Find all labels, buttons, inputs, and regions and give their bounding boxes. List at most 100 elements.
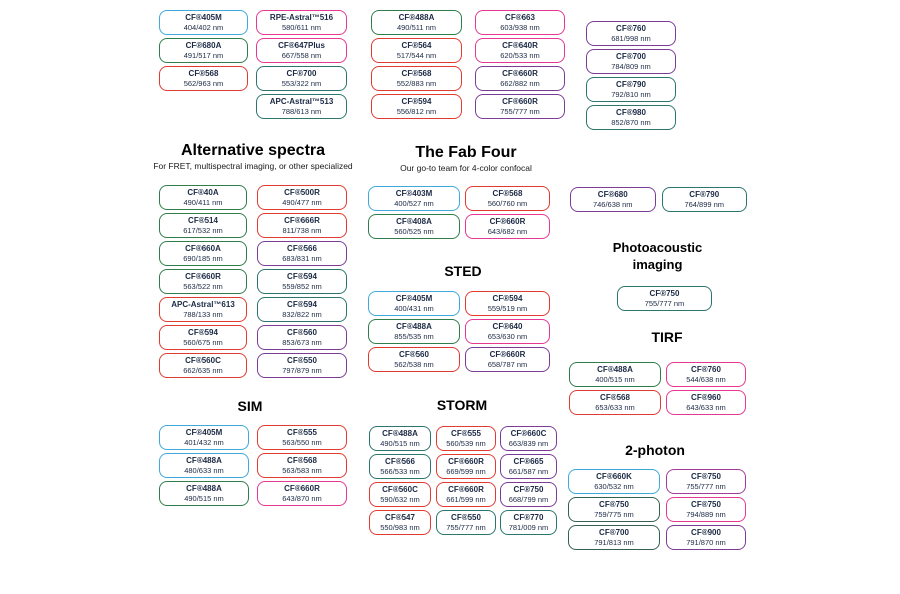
alternative-spectra-right-column: CF®500R 490/477 nm CF®666R 811/738 nm CF…: [257, 185, 347, 378]
dye-wavelengths: 855/535 nm: [394, 331, 434, 341]
fab-four-right-column: CF®568 560/760 nm CF®660R 643/682 nm: [465, 186, 550, 239]
dye-box: CF®760 681/998 nm: [586, 21, 676, 46]
dye-box: CF®660R 669/599 nm: [436, 454, 496, 479]
two-photon-right-column: CF®750 755/777 nm CF®750 794/889 nm CF®9…: [666, 469, 746, 550]
dye-wavelengths: 669/599 nm: [446, 466, 486, 476]
dye-name: CF®594: [401, 97, 432, 107]
dye-box: CF®700 553/322 nm: [256, 66, 347, 91]
dye-name: CF®403M: [395, 189, 433, 199]
dye-box: CF®594 559/852 nm: [257, 269, 347, 294]
dye-wavelengths: 559/852 nm: [282, 281, 322, 291]
dye-name: CF®568: [188, 69, 219, 79]
section-title-two-photon: 2-photon: [625, 442, 685, 458]
dye-wavelengths: 658/787 nm: [487, 359, 528, 369]
dye-wavelengths: 788/133 nm: [183, 309, 223, 319]
dye-name: CF®550: [451, 513, 481, 523]
dye-box: CF®568 560/760 nm: [465, 186, 550, 211]
dye-name: CF®660R: [284, 484, 320, 494]
dye-name: CF®660R: [489, 350, 526, 360]
dye-name: CF®488A: [186, 484, 222, 494]
dye-box: CF®660R 658/787 nm: [465, 347, 550, 372]
dye-box: CF®568 552/883 nm: [371, 66, 462, 91]
dye-wavelengths: 560/539 nm: [446, 438, 486, 448]
dye-box: CF®568 563/583 nm: [257, 453, 347, 478]
dye-name: CF®594: [287, 300, 317, 310]
dye-wavelengths: 404/402 nm: [183, 22, 224, 32]
top-column-1: CF®405M 404/402 nm CF®680A 491/517 nm CF…: [159, 10, 248, 91]
dye-box: CF®760 544/638 nm: [666, 362, 746, 387]
section-title-photoacoustic-line2: imaging: [632, 257, 683, 272]
dye-name: CF®790: [616, 80, 646, 90]
dye-name: CF®488A: [398, 13, 435, 23]
dye-box: CF®660R 662/882 nm: [475, 66, 565, 91]
dye-box: CF®660R 661/599 nm: [436, 482, 496, 507]
dye-box: CF®40A 490/411 nm: [159, 185, 247, 210]
dye-name: CF®760: [616, 24, 646, 34]
dye-name: APC-Astral™613: [171, 300, 235, 310]
sted-right-column: CF®594 559/519 nm CF®640 653/630 nm CF®6…: [465, 291, 550, 372]
dye-box: APC-Astral™613 788/133 nm: [159, 297, 247, 322]
dye-name: CF®660R: [502, 69, 538, 79]
dye-wavelengths: 643/682 nm: [487, 226, 528, 236]
dye-box: CF®770 781/009 nm: [500, 510, 557, 535]
dye-box: CF®405M 404/402 nm: [159, 10, 248, 35]
dye-box: CF®790 764/899 nm: [661, 187, 747, 212]
dye-wavelengths: 746/638 nm: [592, 199, 633, 209]
dye-wavelengths: 400/431 nm: [394, 303, 434, 313]
dye-wavelengths: 797/879 nm: [282, 365, 322, 375]
dye-name: CF®680: [597, 190, 628, 200]
dye-box: CF®555 560/539 nm: [436, 426, 496, 451]
dye-name: CF®568: [401, 69, 432, 79]
dye-box: CF®640R 620/533 nm: [475, 38, 565, 63]
dye-name: CF®666R: [284, 216, 320, 226]
dye-box: CF®660K 630/532 nm: [568, 469, 660, 494]
dye-wavelengths: 490/515 nm: [380, 438, 420, 448]
two-photon-left-column: CF®660K 630/532 nm CF®750 759/775 nm CF®…: [568, 469, 660, 550]
dye-box: CF®403M 400/527 nm: [368, 186, 460, 211]
dye-name: CF®960: [691, 393, 721, 403]
dye-wavelengths: 617/532 nm: [183, 225, 223, 235]
dye-wavelengths: 553/322 nm: [281, 78, 322, 88]
dye-wavelengths: 755/777 nm: [686, 481, 726, 491]
section-title-storm: STORM: [436, 397, 488, 413]
dye-box: CF®566 683/831 nm: [257, 241, 347, 266]
dye-name: CF®640: [492, 322, 523, 332]
dye-name: CF®980: [616, 108, 646, 118]
dye-wavelengths: 653/630 nm: [487, 331, 528, 341]
dye-name: CF®566: [287, 244, 317, 254]
dye-wavelengths: 667/558 nm: [281, 50, 322, 60]
top-column-4: CF®663 603/938 nm CF®640R 620/533 nm CF®…: [475, 10, 565, 119]
dye-wavelengths: 550/983 nm: [380, 522, 420, 532]
dye-wavelengths: 662/635 nm: [183, 365, 223, 375]
dye-wavelengths: 559/519 nm: [487, 303, 528, 313]
dye-box: CF®560 562/538 nm: [368, 347, 460, 372]
dye-wavelengths: 755/777 nm: [644, 298, 685, 308]
dye-name: CF®594: [287, 272, 317, 282]
dye-name: CF®660A: [185, 244, 221, 254]
dye-box: CF®560C 590/632 nm: [369, 482, 431, 507]
sim-right-column: CF®555 563/550 nm CF®568 563/583 nm CF®6…: [257, 425, 347, 506]
section-title-fab-four: The Fab Four: [415, 144, 517, 161]
dye-wavelengths: 781/009 nm: [508, 522, 549, 532]
dye-wavelengths: 792/810 nm: [611, 89, 651, 99]
dye-box: CF®750 668/799 nm: [500, 482, 557, 507]
dye-name: CF®514: [188, 216, 218, 226]
dye-box: CF®660R 755/777 nm: [475, 94, 565, 119]
dye-name: CF®405M: [395, 294, 433, 304]
dye-wavelengths: 643/870 nm: [282, 493, 322, 503]
dye-wavelengths: 517/544 nm: [396, 50, 437, 60]
dye-name: CF®790: [689, 190, 720, 200]
top-column-2: RPE-Astral™516 580/611 nm CF®647Plus 667…: [256, 10, 347, 119]
dye-wavelengths: 490/477 nm: [282, 197, 322, 207]
dye-name: CF®568: [287, 456, 317, 466]
dye-wavelengths: 560/760 nm: [487, 198, 528, 208]
dye-wavelengths: 556/812 nm: [396, 106, 437, 116]
dye-box: CF®750 759/775 nm: [568, 497, 660, 522]
dye-wavelengths: 620/533 nm: [500, 50, 540, 60]
photoacoustic-column: CF®750 755/777 nm: [617, 286, 712, 311]
dye-wavelengths: 400/527 nm: [394, 198, 434, 208]
dye-name: APC-Astral™513: [269, 97, 334, 107]
dye-name: CF®488A: [396, 322, 432, 332]
dye-wavelengths: 562/963 nm: [183, 78, 224, 88]
